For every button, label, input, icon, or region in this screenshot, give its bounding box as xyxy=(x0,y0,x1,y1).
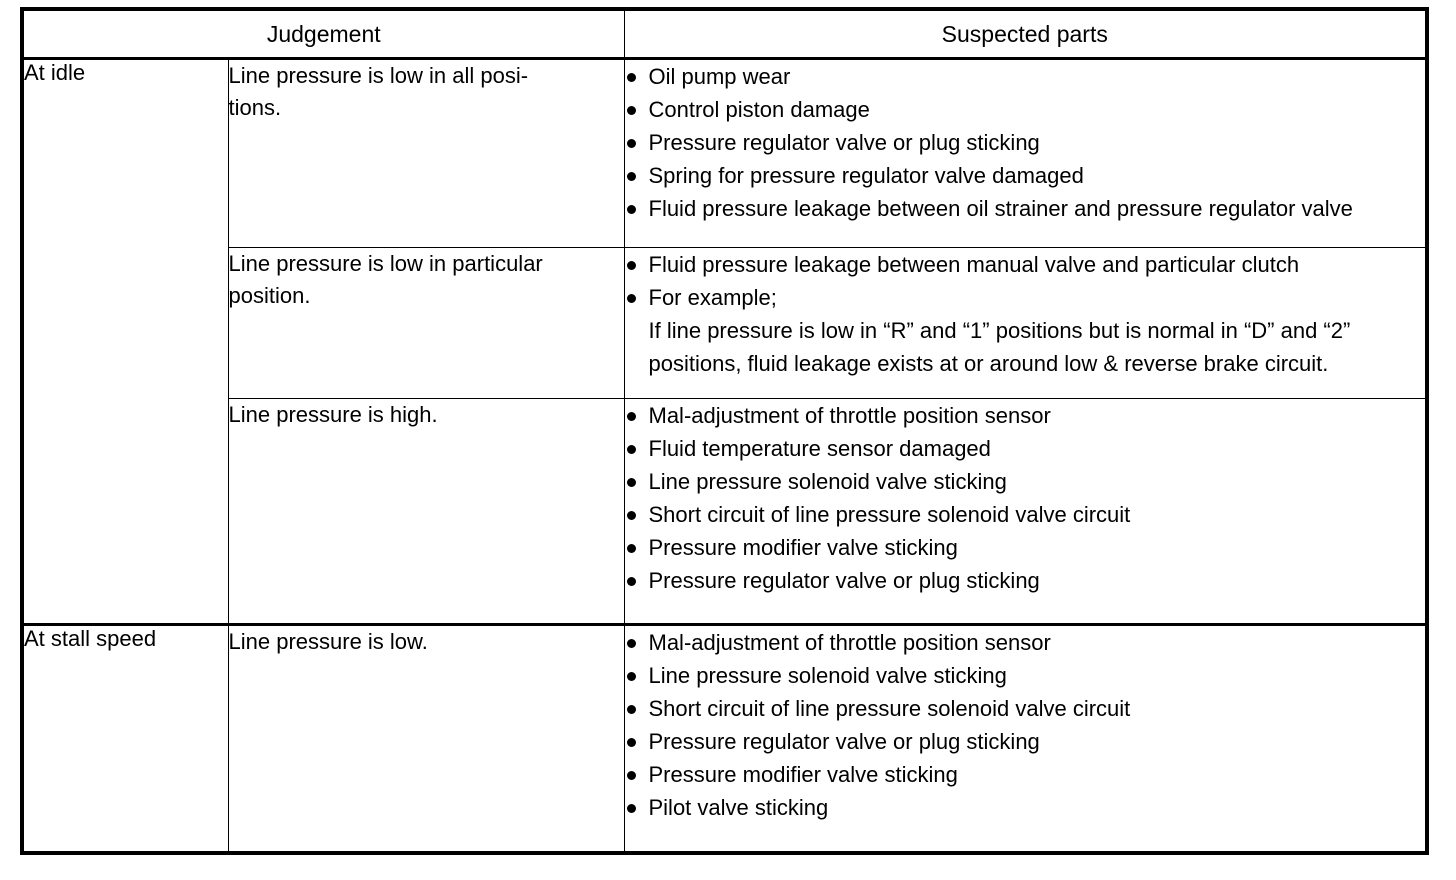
condition-cell-at-stall-speed: At stall speed xyxy=(21,623,229,854)
list-item-text: Line pressure solenoid valve sticking xyxy=(648,468,1007,494)
bullet-icon xyxy=(626,205,636,214)
judgement-cell: Line pressure is low in all posi- tions. xyxy=(227,56,625,249)
list-item-text: Pressure modifier valve sticking xyxy=(648,534,958,560)
table-row: At idle Line pressure is low in all posi… xyxy=(21,56,1428,626)
condition-label: At stall speed xyxy=(24,626,157,652)
judgement-text: Line pressure is low. xyxy=(228,629,428,655)
list-item: Short circuit of line pressure solenoid … xyxy=(625,692,1426,725)
suspected-parts-cell: Oil pump wear Control piston damage Pres… xyxy=(623,56,1428,249)
list-item: Spring for pressure regulator valve dama… xyxy=(625,159,1426,192)
column-header-judgement: Judgement xyxy=(21,8,625,59)
bullet-icon xyxy=(626,73,636,82)
list-item: Line pressure solenoid valve sticking xyxy=(625,465,1426,498)
condition-label: At idle xyxy=(24,60,86,85)
list-item-text: Mal-adjustment of throttle position sens… xyxy=(648,630,1051,656)
list-item-text: Spring for pressure regulator valve dama… xyxy=(648,163,1084,188)
judgement-cell: Line pressure is low. xyxy=(227,623,625,854)
table-row: Line pressure is high. Mal-adjustment of… xyxy=(22,397,1428,626)
list-item: Control piston damage xyxy=(625,93,1426,126)
list-item-text: Fluid pressure leakage between manual va… xyxy=(648,252,1300,278)
list-item-text: Line pressure solenoid valve sticking xyxy=(648,663,1007,689)
list-item-text: Pressure regulator valve or plug stickin… xyxy=(648,130,1040,155)
table-row: At stall speed Line pressure is low. Mal… xyxy=(21,623,1428,854)
list-item-text: Pressure regulator valve or plug stickin… xyxy=(648,729,1040,755)
list-item: Fluid temperature sensor damaged xyxy=(625,432,1426,465)
list-item: For example; If line pressure is low in … xyxy=(625,281,1426,380)
list-item-subtext: If line pressure is low in “R” and “1” p… xyxy=(648,318,1351,377)
header-row: Judgement Suspected parts xyxy=(21,8,1428,59)
bullet-icon xyxy=(626,576,636,586)
list-item: Mal-adjustment of throttle position sens… xyxy=(625,626,1426,659)
bullet-icon xyxy=(626,771,636,781)
bullet-icon xyxy=(626,705,636,715)
list-item: Pressure regulator valve or plug stickin… xyxy=(625,725,1426,758)
column-header-suspected-parts: Suspected parts xyxy=(623,8,1428,59)
bullet-icon xyxy=(626,510,636,520)
table-body: At idle Line pressure is low in all posi… xyxy=(21,56,1428,854)
list-item-text: Fluid pressure leakage between oil strai… xyxy=(648,196,1353,221)
suspected-parts-cell: Fluid pressure leakage between manual va… xyxy=(623,247,1428,399)
bullet-icon xyxy=(626,672,636,682)
judgement-text: Line pressure is low in particular posit… xyxy=(228,251,543,309)
judgement-text: Line pressure is high. xyxy=(228,401,438,427)
suspected-parts-list: Fluid pressure leakage between manual va… xyxy=(625,248,1426,380)
list-item-text: For example; xyxy=(648,285,777,311)
list-item-text: Mal-adjustment of throttle position sens… xyxy=(648,402,1051,428)
bullet-icon xyxy=(626,543,636,553)
suspected-parts-cell: Mal-adjustment of throttle position sens… xyxy=(623,623,1428,854)
bullet-icon xyxy=(626,294,636,304)
judgement-cell: Line pressure is low in particular posit… xyxy=(227,247,625,399)
suspected-parts-list: Mal-adjustment of throttle position sens… xyxy=(625,399,1426,597)
list-item: Short circuit of line pressure solenoid … xyxy=(625,498,1426,531)
list-item-text: Fluid temperature sensor damaged xyxy=(648,435,991,461)
bullet-icon xyxy=(626,477,636,487)
bullet-icon xyxy=(626,639,636,649)
list-item: Pressure regulator valve or plug stickin… xyxy=(625,126,1426,159)
table-row: Line pressure is low in particular posit… xyxy=(22,247,1428,399)
bullet-icon xyxy=(626,261,636,271)
bullet-icon xyxy=(626,172,636,181)
list-item-text: Oil pump wear xyxy=(648,64,791,89)
list-item: Pilot valve sticking xyxy=(625,791,1426,824)
list-item-text: Pressure modifier valve sticking xyxy=(648,762,958,788)
bullet-icon xyxy=(626,444,636,454)
list-item-text: Pressure regulator valve or plug stickin… xyxy=(648,567,1040,593)
table-header: Judgement Suspected parts xyxy=(21,8,1428,59)
bullet-icon xyxy=(626,411,636,421)
condition-cell-at-idle: At idle xyxy=(21,56,229,626)
list-item-text: Short circuit of line pressure solenoid … xyxy=(648,501,1131,527)
list-item: Pressure regulator valve or plug stickin… xyxy=(625,564,1426,597)
list-item: Fluid pressure leakage between oil strai… xyxy=(625,192,1426,225)
judgement-cell: Line pressure is high. xyxy=(227,397,625,626)
list-item: Pressure modifier valve sticking xyxy=(625,531,1426,564)
list-item-text: Control piston damage xyxy=(648,97,870,122)
list-item: Fluid pressure leakage between manual va… xyxy=(625,248,1426,281)
bullet-icon xyxy=(626,738,636,748)
list-item-text: Short circuit of line pressure solenoid … xyxy=(648,696,1131,722)
list-item-text: Pilot valve sticking xyxy=(648,795,829,821)
list-item: Oil pump wear xyxy=(625,60,1426,93)
bullet-icon xyxy=(626,106,636,115)
list-item: Pressure modifier valve sticking xyxy=(625,758,1426,791)
suspected-parts-list: Mal-adjustment of throttle position sens… xyxy=(625,626,1426,824)
list-item: Mal-adjustment of throttle position sens… xyxy=(625,399,1426,432)
line-pressure-diagnostic-table: Judgement Suspected parts At idle Line p… xyxy=(20,7,1429,855)
suspected-parts-cell: Mal-adjustment of throttle position sens… xyxy=(623,397,1428,626)
suspected-parts-list: Oil pump wear Control piston damage Pres… xyxy=(625,60,1426,225)
judgement-text: Line pressure is low in all posi- tions. xyxy=(228,63,529,120)
bullet-icon xyxy=(626,139,636,148)
bullet-icon xyxy=(626,804,636,814)
list-item: Line pressure solenoid valve sticking xyxy=(625,659,1426,692)
